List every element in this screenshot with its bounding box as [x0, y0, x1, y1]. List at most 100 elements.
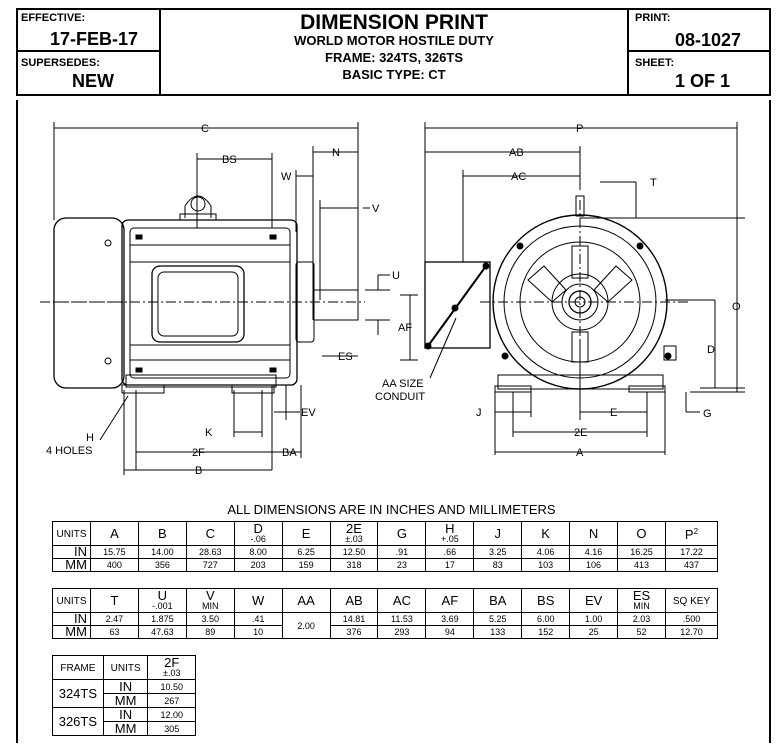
value-cell: 152 — [521, 625, 571, 639]
column-header-label: A — [110, 525, 119, 541]
column-header-label: G — [396, 525, 407, 541]
unit-cell: IN — [102, 707, 149, 722]
column-header: P2 — [664, 521, 719, 546]
dim-label-u: U — [392, 270, 400, 282]
value-cell: 6.25 — [281, 545, 331, 559]
dim-label-c: C — [201, 123, 209, 135]
column-header-label: AA — [297, 592, 315, 608]
column-header: AB — [329, 588, 379, 613]
dim-label-ba: BA — [282, 447, 297, 459]
column-header-label: FRAME — [60, 662, 96, 674]
value-cell: 318 — [329, 558, 379, 572]
dim-label-2e: 2E — [574, 427, 587, 439]
value-cell: 159 — [281, 558, 331, 572]
effective-cell: EFFECTIVE: 17-FEB-17 — [16, 8, 161, 52]
unit-cell: MM — [52, 625, 91, 639]
column-header-label: UNITS — [110, 662, 141, 674]
column-header-label: UNITS — [56, 595, 87, 607]
column-header-label: E — [301, 525, 311, 541]
column-header-label: AC — [392, 592, 411, 608]
supersedes-label: SUPERSEDES: — [21, 57, 100, 69]
value-cell: 11.53 — [377, 612, 427, 626]
column-header-label: AB — [345, 592, 363, 608]
column-header: AF — [425, 588, 475, 613]
value-cell: 14.00 — [137, 545, 187, 559]
column-header: J — [473, 521, 523, 546]
column-header: 2E±.03 — [329, 521, 379, 546]
column-header-label: D — [253, 521, 263, 536]
value-cell: 12.70 — [665, 625, 718, 639]
title-block — [16, 8, 771, 96]
dim-label-h: H — [86, 432, 94, 444]
value-cell: 727 — [185, 558, 235, 572]
column-header-label: P — [684, 527, 694, 542]
dim-label-af: AF — [398, 322, 412, 334]
column-header: AA — [281, 588, 331, 613]
value-cell: 52 — [617, 625, 667, 639]
dim-label-es: ES — [338, 351, 353, 363]
value-cell: .500 — [665, 612, 718, 626]
column-header-tolerance: -.06 — [250, 534, 266, 544]
column-header: E — [281, 521, 331, 546]
dim-label-p: P — [576, 123, 583, 135]
dim-label-ac: AC — [511, 171, 526, 183]
frame-cell: 326TS — [52, 707, 104, 736]
dim-label-b: B — [195, 465, 202, 477]
value-cell: 47.63 — [137, 625, 187, 639]
dim-label-e: E — [610, 407, 617, 419]
column-header-tolerance: -.001 — [152, 601, 173, 611]
column-header-tolerance: ±.03 — [163, 668, 181, 678]
frame-cell: 324TS — [52, 679, 104, 708]
value-cell: 413 — [617, 558, 666, 572]
value-cell: 94 — [425, 625, 475, 639]
title-line-1: WORLD MOTOR HOSTILE DUTY — [294, 33, 494, 48]
dim-label-aa-size: AA SIZE — [382, 378, 424, 390]
value-cell: 12.00 — [147, 707, 196, 722]
column-header-label: T — [110, 592, 119, 608]
column-header: AC — [377, 588, 427, 613]
value-cell: 17 — [425, 558, 475, 572]
value-cell: 305 — [147, 721, 196, 736]
value-cell: 133 — [473, 625, 523, 639]
column-header-label: BA — [489, 592, 507, 608]
sheet-number: 1 OF 1 — [675, 71, 731, 91]
dim-label-j: J — [476, 407, 482, 419]
dim-label-t: T — [650, 177, 657, 189]
column-header: UNITS — [52, 521, 91, 546]
title-line-2: FRAME: 324TS, 326TS — [325, 50, 463, 65]
value-cell: 4.16 — [569, 545, 618, 559]
column-header-note: 2 — [693, 527, 699, 536]
column-header: BA — [473, 588, 523, 613]
column-header: 2F±.03 — [147, 655, 196, 680]
column-header-label: EV — [584, 592, 603, 608]
value-cell: 106 — [569, 558, 618, 572]
column-header: W — [233, 588, 283, 613]
units-note: ALL DIMENSIONS ARE IN INCHES AND MILLIME… — [227, 502, 556, 517]
value-cell: 2.03 — [617, 612, 667, 626]
dim-label-v: V — [372, 203, 380, 215]
column-header-label: O — [636, 525, 647, 541]
value-cell: 23 — [377, 558, 427, 572]
dim-label-n: N — [332, 147, 340, 159]
value-cell: 5.25 — [473, 612, 523, 626]
value-cell: 89 — [185, 625, 235, 639]
drawing-frame — [16, 100, 771, 743]
column-header: G — [377, 521, 427, 546]
value-cell: 63 — [89, 625, 139, 639]
column-header: UNITS — [52, 588, 91, 613]
value-cell: 16.25 — [617, 545, 666, 559]
column-header-label: ES — [632, 588, 651, 603]
column-header-tolerance: MIN — [202, 601, 219, 611]
dim-label-2f: 2F — [192, 447, 205, 459]
column-header: T — [89, 588, 139, 613]
value-cell: 3.25 — [473, 545, 523, 559]
